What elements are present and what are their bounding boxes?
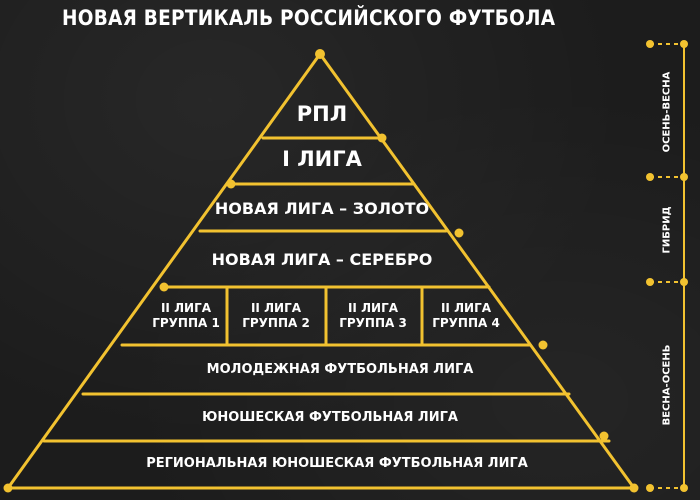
tier-regional-junior-league: РЕГИОНАЛЬНАЯ ЮНОШЕСКАЯ ФУТБОЛЬНАЯ ЛИГА	[146, 456, 528, 471]
pyramid-node	[226, 179, 236, 189]
pyramid-node	[454, 228, 464, 238]
pyramid-node	[599, 431, 609, 441]
tier-new-league-silver: НОВАЯ ЛИГА – СЕРЕБРО	[211, 250, 433, 269]
timeline-node	[646, 278, 654, 286]
pyramid-node	[3, 483, 13, 493]
pyramid-node	[159, 282, 169, 292]
page-title: НОВАЯ ВЕРТИКАЛЬ РОССИЙСКОГО ФУТБОЛА	[62, 6, 556, 30]
pyramid-node	[629, 483, 639, 493]
tier-youth-league: МОЛОДЕЖНАЯ ФУТБОЛЬНАЯ ЛИГА	[206, 362, 474, 377]
tier-junior-league: ЮНОШЕСКАЯ ФУТБОЛЬНАЯ ЛИГА	[202, 410, 458, 425]
timeline-node	[680, 173, 688, 181]
pyramid-node	[538, 340, 548, 350]
tier-liga-1: I ЛИГА	[282, 147, 362, 171]
timeline-node	[646, 173, 654, 181]
pyramid-node	[377, 133, 387, 143]
tier-rpl: РПЛ	[296, 102, 348, 126]
tier-new-league-gold: НОВАЯ ЛИГА – ЗОЛОТО	[214, 199, 430, 218]
timeline-label-spring-autumn: ВЕСНА-ОСЕНЬ	[661, 344, 673, 426]
timeline-node	[646, 484, 654, 492]
timeline-node	[680, 278, 688, 286]
timeline-node	[646, 40, 654, 48]
pyramid-node	[315, 49, 325, 59]
timeline-node	[680, 40, 688, 48]
timeline-node	[680, 484, 688, 492]
timeline-label-autumn-spring: ОСЕНЬ-ВЕСНА	[661, 71, 673, 153]
timeline-label-hybrid: ГИБРИД	[661, 206, 673, 254]
